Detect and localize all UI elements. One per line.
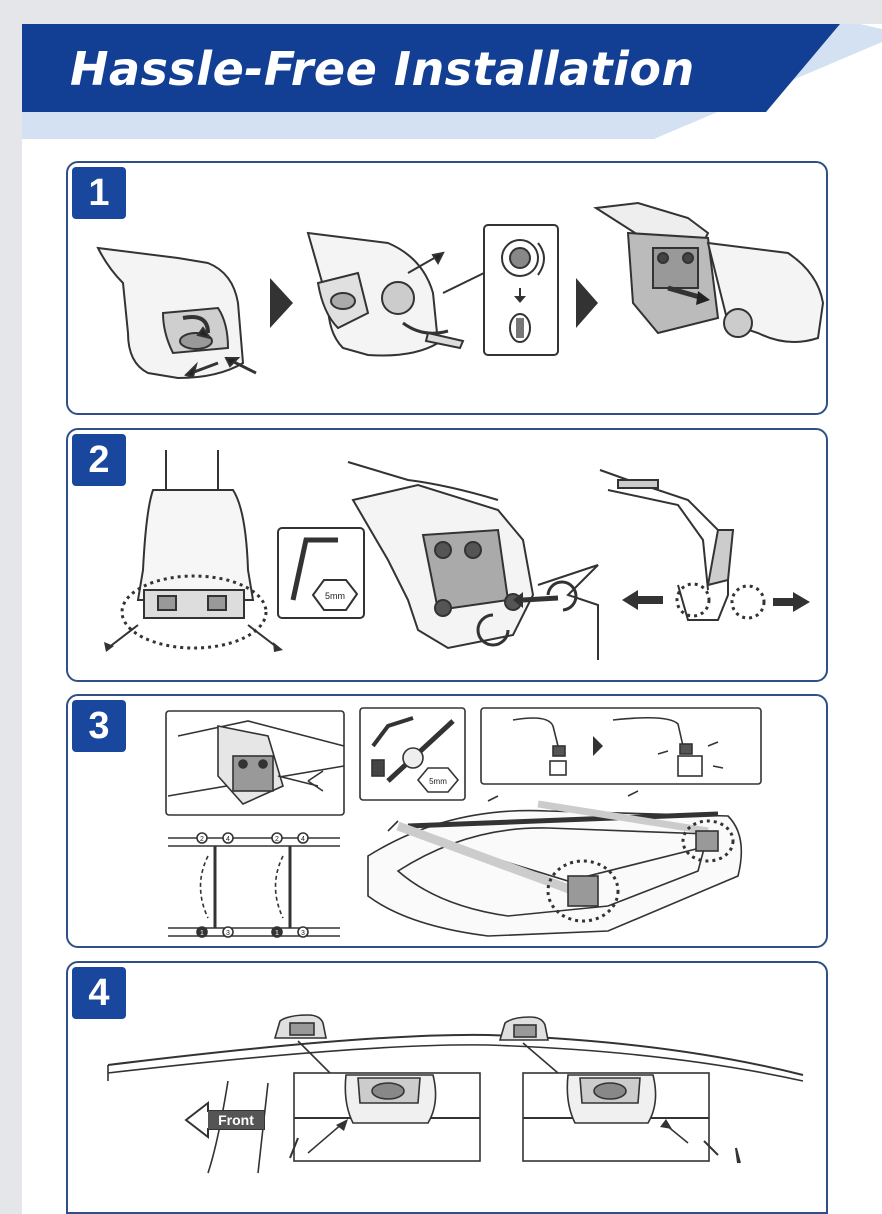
roof-foot-clamp-exposed <box>593 201 825 343</box>
header-banner: Hassle-Free Installation <box>22 24 882 139</box>
step-3-illustration: 5mm 2 4 2 <box>165 707 762 938</box>
roof-foot-closed <box>96 246 257 380</box>
step-4-badge: 4 <box>72 967 126 1019</box>
foot-front-view <box>104 450 283 652</box>
step-3-badge: 3 <box>72 700 126 752</box>
svg-text:3: 3 <box>301 930 305 937</box>
step-2-illustration: 5mm <box>104 450 810 660</box>
page-title: Hassle-Free Installation <box>70 42 695 96</box>
left-strip <box>0 0 22 1214</box>
step-1-badge: 1 <box>72 167 126 219</box>
step-1-panel: 1 <box>66 161 828 415</box>
svg-text:1: 1 <box>275 930 279 937</box>
svg-text:4: 4 <box>301 836 305 843</box>
svg-text:3: 3 <box>226 930 230 937</box>
clamp-on-rail-detail <box>165 710 345 816</box>
svg-text:5mm: 5mm <box>429 777 447 786</box>
torque-wrench-icon: 5mm <box>359 707 466 801</box>
step-2-badge: 2 <box>72 434 126 486</box>
clamp-sequence-box <box>480 707 762 785</box>
lock-detail-box <box>442 224 559 356</box>
roof-foot-rear <box>498 1016 549 1041</box>
header-band-graphic <box>22 24 882 139</box>
svg-text:Front: Front <box>218 1112 254 1128</box>
svg-text:2: 2 <box>200 836 204 843</box>
step-2-panel: 2 5mm <box>66 428 828 682</box>
foot-inset-rear <box>522 1042 719 1162</box>
step-1-illustration <box>96 201 825 380</box>
car-roof-crossbars <box>367 790 743 937</box>
break-line <box>537 564 599 660</box>
clamp-bolts-view <box>347 461 578 650</box>
top-strip <box>0 0 882 24</box>
arrow-right-icon <box>593 736 603 756</box>
svg-text:2: 2 <box>275 836 279 843</box>
step-3-panel: 3 5mm <box>66 694 828 948</box>
hex-key-icon: 5mm <box>277 527 365 619</box>
foot-side-profile <box>599 469 810 621</box>
roof-foot-front <box>273 1014 327 1039</box>
roof-foot-open-cover <box>306 231 465 357</box>
foot-inset-front <box>289 1040 481 1162</box>
svg-text:1: 1 <box>200 930 204 937</box>
rail-crossbar-diagram: 2 4 2 4 1 3 1 3 <box>168 832 340 938</box>
step-4-illustration: Front <box>107 1014 804 1174</box>
roof-rail-line <box>107 1033 804 1076</box>
front-arrow-icon: Front <box>184 1100 265 1140</box>
svg-text:4: 4 <box>226 836 230 843</box>
svg-text:5mm: 5mm <box>325 591 345 601</box>
arrow-right-icon <box>270 278 293 328</box>
step-4-panel: 4 <box>66 961 828 1214</box>
arrow-right-icon <box>576 278 598 328</box>
